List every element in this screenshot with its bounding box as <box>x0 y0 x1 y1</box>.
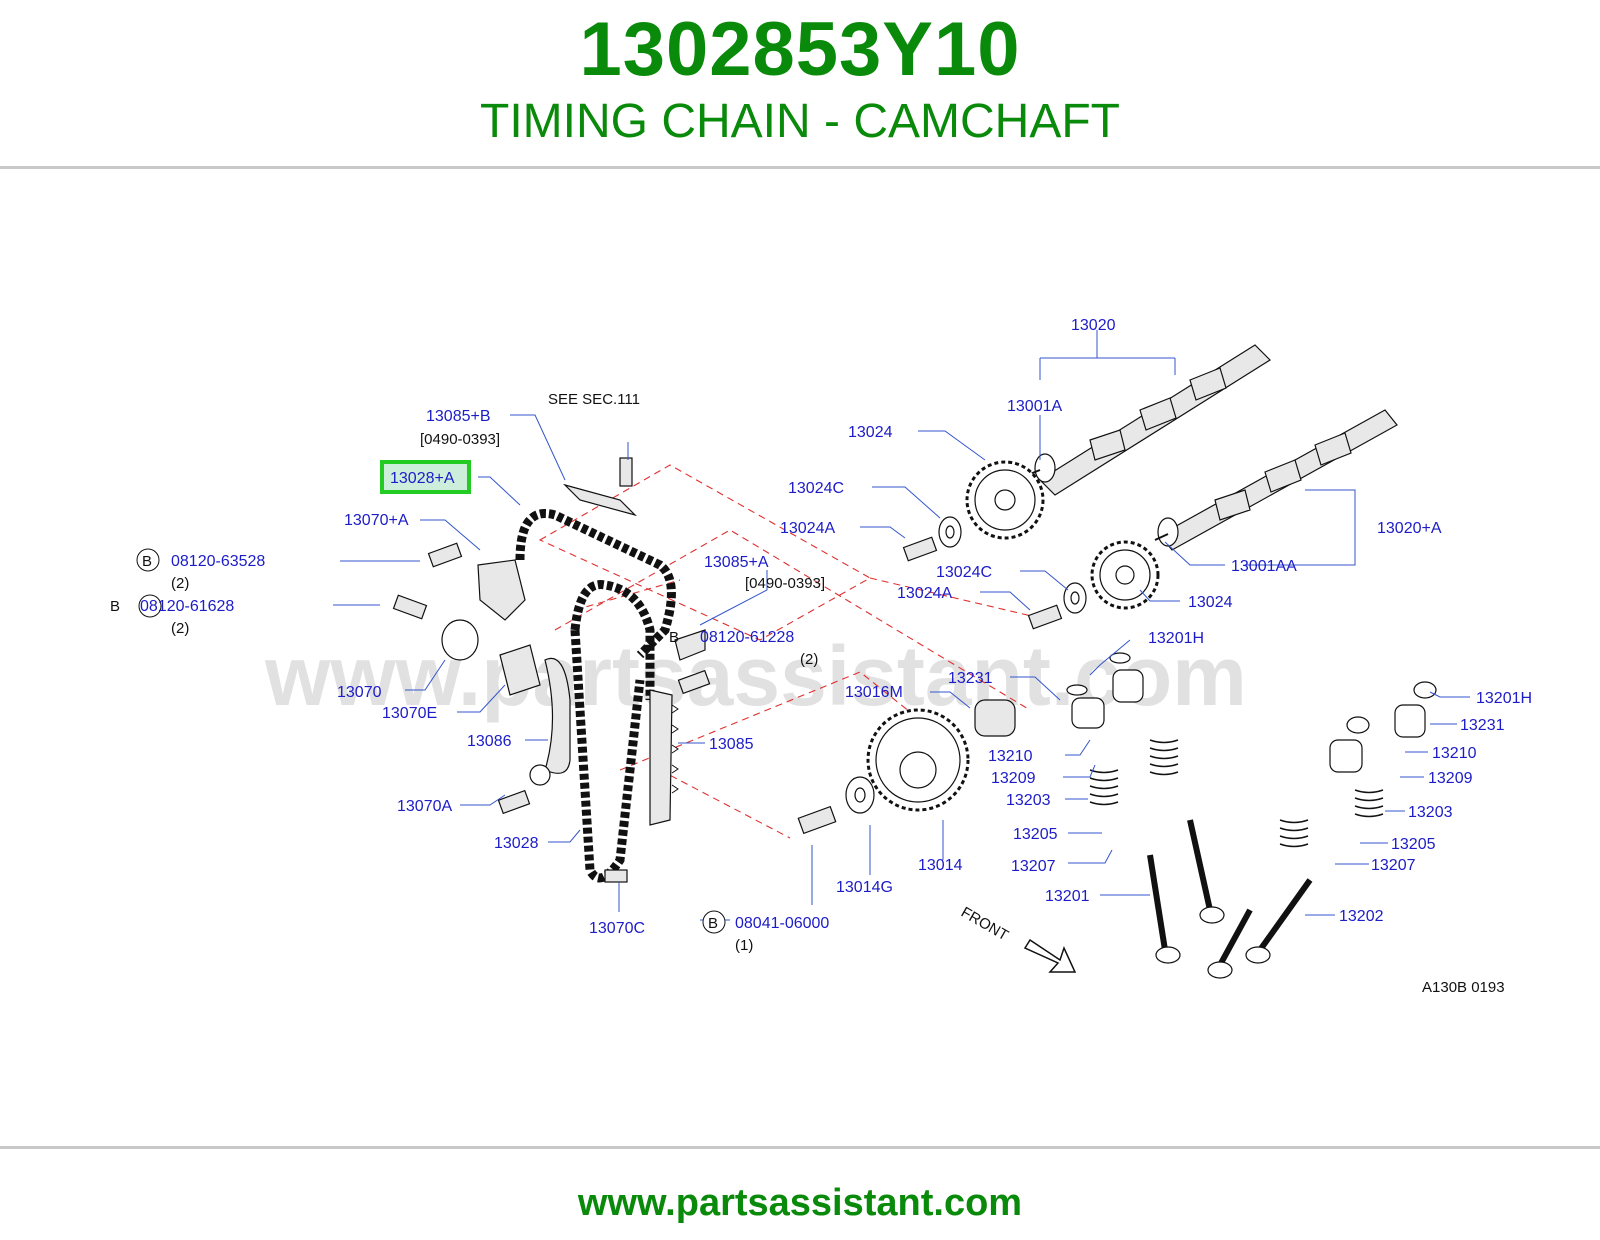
part-label-13014[interactable]: 13014 <box>918 857 963 874</box>
chain-guide-13086 <box>529 657 571 786</box>
part-label-08120-61228[interactable]: 08120-61228 <box>700 629 794 646</box>
part-label-13070C[interactable]: 13070C <box>589 920 645 937</box>
front-label: FRONT <box>958 904 1011 945</box>
part-label-13205-2[interactable]: 13205 <box>1391 836 1436 853</box>
part-label-13231-2[interactable]: 13231 <box>1460 717 1505 734</box>
part-label-13020[interactable]: 13020 <box>1071 317 1116 334</box>
part-label-08120-61628[interactable]: 08120-61628 <box>140 598 234 615</box>
timing-chain-upper <box>515 509 676 659</box>
qty-08120-61628: (2) <box>171 620 189 637</box>
part-label-13210-1[interactable]: 13210 <box>988 748 1033 765</box>
cam-sprocket-upper <box>965 460 1045 540</box>
part-label-13024C-2[interactable]: 13024C <box>936 564 992 581</box>
part-label-13085A-plus[interactable]: 13085+A <box>704 554 769 571</box>
highlight-box <box>380 460 471 494</box>
valve-train-left <box>1066 652 1225 964</box>
part-label-13070A-plus[interactable]: 13070+A <box>344 512 409 529</box>
part-label-13014G[interactable]: 13014G <box>836 879 893 896</box>
leader-lines <box>333 330 1470 921</box>
part-number-heading: 1302853Y10 <box>579 7 1021 92</box>
part-label-13016M[interactable]: 13016M <box>845 684 903 701</box>
idler-sprocket <box>866 708 970 812</box>
bolt-symbols: B B B B <box>110 548 726 934</box>
bolt-symbol-1: B <box>142 553 152 570</box>
part-label-13024C-1[interactable]: 13024C <box>788 480 844 497</box>
diagram-title: TIMING CHAIN - CAMCHAFT <box>480 95 1120 148</box>
part-label-13028[interactable]: 13028 <box>494 835 539 852</box>
intake-camshaft <box>1154 409 1398 551</box>
part-label-13024A-1[interactable]: 13024A <box>780 520 835 537</box>
part-label-13028A-highlighted[interactable]: 13028+A <box>390 470 455 487</box>
part-label-08120-63528[interactable]: 08120-63528 <box>171 553 265 570</box>
part-label-13024A-2[interactable]: 13024A <box>897 585 952 602</box>
part-label-13207-2[interactable]: 13207 <box>1371 857 1416 874</box>
see-section-note: SEE SEC.111 <box>548 391 640 408</box>
part-label-13203-2[interactable]: 13203 <box>1408 804 1453 821</box>
part-label-13210-2[interactable]: 13210 <box>1432 745 1477 762</box>
header: 1302853Y10 TIMING CHAIN - CAMCHAFT <box>0 0 1600 168</box>
bolt-symbol-2: B <box>110 598 120 615</box>
chain-guide-upper <box>562 457 711 695</box>
part-label-13201[interactable]: 13201 <box>1045 888 1090 905</box>
part-label-13231-1[interactable]: 13231 <box>948 670 993 687</box>
part-label-13001A[interactable]: 13001A <box>1007 398 1062 415</box>
part-label-13085[interactable]: 13085 <box>709 736 754 753</box>
bolt-symbol-3: B <box>669 629 679 646</box>
qty-08041-06000: (1) <box>735 937 753 954</box>
valve-train-right <box>1207 681 1437 979</box>
part-label-13209-1[interactable]: 13209 <box>991 770 1036 787</box>
part-label-13085B[interactable]: 13085+B <box>426 408 491 425</box>
parts-diagram-svg: www.partsassistant.com <box>110 317 1532 996</box>
part-label-13024-mid[interactable]: 13024 <box>1188 594 1233 611</box>
exhaust-camshaft <box>1024 344 1271 496</box>
front-direction-indicator: FRONT <box>958 904 1077 973</box>
part-label-13020A[interactable]: 13020+A <box>1377 520 1442 537</box>
cam-sprocket-lower <box>1090 540 1160 610</box>
header-divider <box>0 166 1600 169</box>
front-arrow-icon <box>1023 938 1077 973</box>
part-label-13205-1[interactable]: 13205 <box>1013 826 1058 843</box>
part-label-13207-1[interactable]: 13207 <box>1011 858 1056 875</box>
tensioner-assembly <box>392 542 628 883</box>
diagram-code: A130B 0193 <box>1422 979 1505 996</box>
part-label-13202[interactable]: 13202 <box>1339 908 1384 925</box>
qty-08120-63528: (2) <box>171 575 189 592</box>
chain-guide-13085 <box>649 689 679 826</box>
part-range-13085B: [0490-0393] <box>420 431 500 448</box>
footer-divider <box>0 1146 1600 1149</box>
part-label-13203-1[interactable]: 13203 <box>1006 792 1051 809</box>
parts-diagram: www.partsassistant.com <box>0 300 1600 1030</box>
part-label-13201H-1[interactable]: 13201H <box>1148 630 1204 647</box>
part-label-13209-2[interactable]: 13209 <box>1428 770 1473 787</box>
part-range-13085A: [0490-0393] <box>745 575 825 592</box>
bolt-symbol-4: B <box>708 915 718 932</box>
part-label-13024-top[interactable]: 13024 <box>848 424 893 441</box>
part-label-13070A[interactable]: 13070A <box>397 798 452 815</box>
part-label-13201H-2[interactable]: 13201H <box>1476 690 1532 707</box>
footer-site-url[interactable]: www.partsassistant.com <box>577 1182 1023 1224</box>
part-label-13086[interactable]: 13086 <box>467 733 512 750</box>
timing-chain-lower <box>570 580 655 883</box>
part-label-13070[interactable]: 13070 <box>337 684 382 701</box>
part-label-08041-06000[interactable]: 08041-06000 <box>735 915 829 932</box>
part-label-13070E[interactable]: 13070E <box>382 705 437 722</box>
sprocket-hardware <box>797 516 1087 835</box>
part-label-13001AA[interactable]: 13001AA <box>1231 558 1297 575</box>
qty-08120-61228: (2) <box>800 651 818 668</box>
